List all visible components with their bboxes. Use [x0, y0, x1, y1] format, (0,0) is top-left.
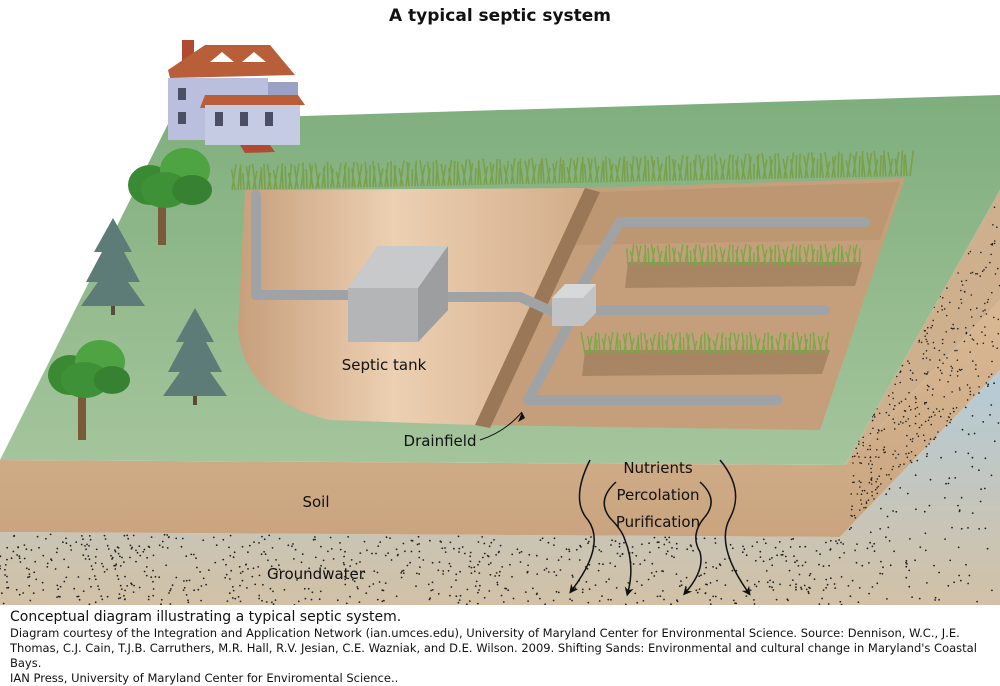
- percolation-arrow: [683, 481, 712, 596]
- soil-label: Soil: [302, 493, 329, 511]
- percolation-arrow: [603, 481, 634, 597]
- diagram-title: A typical septic system: [388, 6, 612, 26]
- drainfield-top-face: [575, 182, 900, 245]
- grass-strip: [230, 150, 915, 191]
- caption-credit-line: Diagram courtesy of the Integration and …: [10, 626, 960, 640]
- caption-credit-line: IAN Press, University of Maryland Center…: [10, 671, 399, 685]
- distribution-pipe-upper: [573, 217, 870, 297]
- trench-grass: [580, 243, 861, 355]
- drainfield-pointer: [479, 411, 523, 441]
- figure-caption: Conceptual diagram illustrating a typica…: [10, 608, 995, 686]
- conifer-icon: [163, 308, 227, 405]
- percolation-arrows: [569, 459, 751, 597]
- trench-ridge-2: [582, 350, 830, 376]
- groundwater-dots: [0, 206, 1000, 605]
- septic-tank: [348, 246, 448, 342]
- house-icon: [168, 40, 305, 153]
- percolation-arrow: [569, 459, 595, 594]
- trench-ridge-1: [625, 262, 862, 288]
- pipes: [251, 190, 870, 405]
- percolation-arrow: [719, 459, 751, 596]
- caption-credit-line: Thomas, C.J. Cain, T.J.B. Carruthers, M.…: [10, 641, 977, 670]
- percolation-label: Percolation: [616, 486, 699, 504]
- distribution-pipe-lower: [523, 317, 783, 405]
- purification-label: Purification: [616, 513, 700, 531]
- soil-layer: [0, 300, 1000, 537]
- caption-main: Conceptual diagram illustrating a typica…: [10, 609, 402, 625]
- drainfield-pointer-head: [518, 412, 525, 422]
- septic-tank-label: Septic tank: [342, 356, 427, 374]
- distribution-box: [552, 284, 596, 326]
- house-inlet-pipe: [251, 190, 355, 300]
- tank-outlet-pipe: [425, 292, 565, 320]
- tree-icon: [128, 148, 212, 245]
- drainfield-label: Drainfield: [404, 432, 477, 450]
- conifer-icon: [81, 218, 145, 315]
- septic-system-diagram: Septic tank Drainfield Soil Groundwater …: [0, 40, 1000, 605]
- tree-icon: [48, 340, 130, 440]
- nutrients-label: Nutrients: [623, 459, 693, 477]
- groundwater-label: Groundwater: [267, 565, 366, 583]
